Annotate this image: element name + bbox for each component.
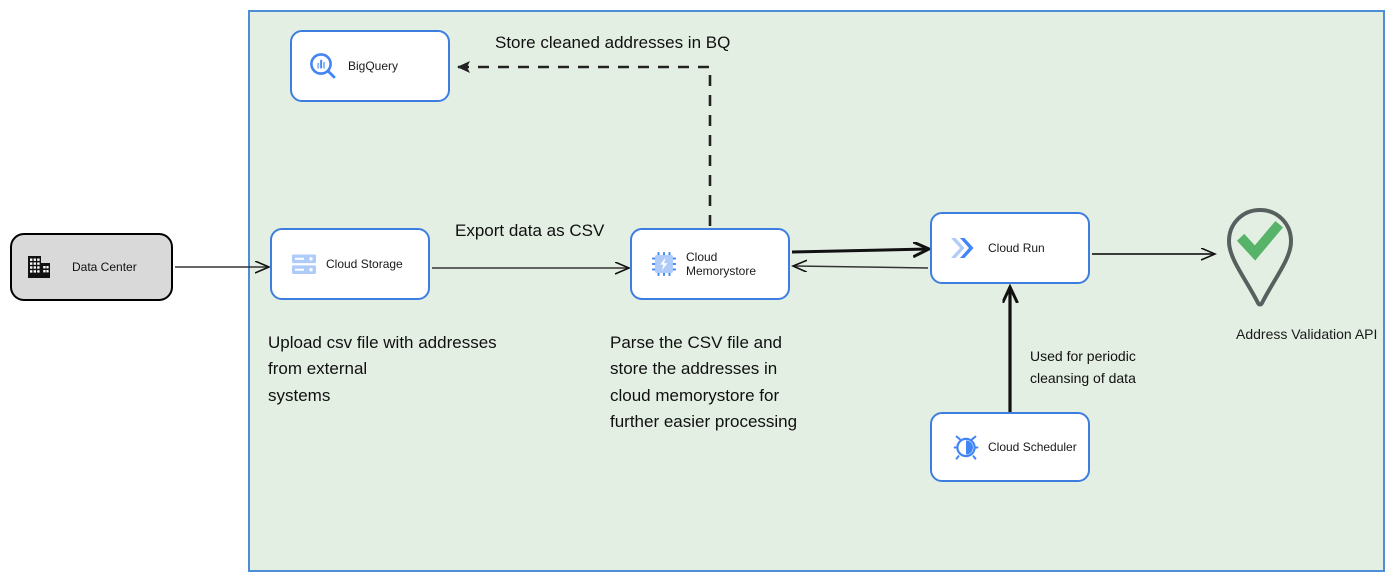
- node-label: Cloud Storage: [326, 256, 403, 271]
- api-caption: Address Validation API: [1236, 326, 1378, 342]
- annotation-export-csv: Export data as CSV: [455, 221, 605, 240]
- cloud-memorystore-icon: [632, 250, 686, 278]
- node-cloud-scheduler[interactable]: Cloud Scheduler: [930, 412, 1090, 482]
- node-address-validation-api[interactable]: [1218, 206, 1302, 310]
- node-data-center[interactable]: Data Center: [10, 233, 173, 301]
- node-cloud-run[interactable]: Cloud Run: [930, 212, 1090, 284]
- data-center-icon: [12, 254, 72, 280]
- map-pin-check-icon: [1226, 207, 1294, 307]
- annotation-scheduler-use: Used for periodic cleansing of data: [1030, 348, 1136, 386]
- cloud-zone-container: [248, 10, 1385, 572]
- node-label: Cloud Memorystore: [686, 249, 757, 278]
- node-label: Cloud Run: [988, 240, 1045, 255]
- annotation-parse-csv: Parse the CSV file and store the address…: [610, 333, 798, 432]
- node-label: BigQuery: [348, 58, 399, 73]
- node-label: Cloud Scheduler: [988, 439, 1077, 454]
- node-label: Data Center: [72, 260, 137, 274]
- cloud-storage-icon: [272, 250, 326, 278]
- annotation-upload-csv: Upload csv file with addresses from exte…: [268, 333, 497, 405]
- annotation-store-in-bq: Store cleaned addresses in BQ: [495, 33, 731, 52]
- node-cloud-storage[interactable]: Cloud Storage: [270, 228, 430, 300]
- node-cloud-memorystore[interactable]: Cloud Memorystore: [630, 228, 790, 300]
- bigquery-icon: [292, 50, 346, 82]
- cloud-run-icon: [932, 233, 988, 263]
- cloud-scheduler-icon: [932, 433, 988, 461]
- node-bigquery[interactable]: BigQuery: [290, 30, 450, 102]
